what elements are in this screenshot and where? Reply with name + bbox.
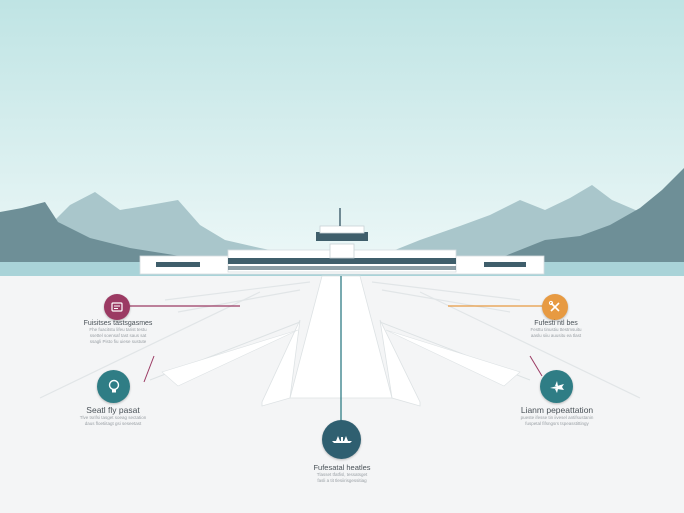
connector-teal-left [143,355,155,383]
node-teal-left-desc-1: Tlve tsrifsi tasget soeag sectation [79,415,147,420]
node-magenta-desc-1: Fhe fuacitstu lifeu tarist testu [89,327,147,332]
connectors [128,276,554,422]
near-mountains-left [0,202,230,270]
node-navy-bottom-desc-2: fasli a tit tlesiirisgessitiag [317,478,367,483]
node-orange-title: Fufesti ntl bes [534,320,578,327]
node-orange: Fufesti ntl bes Festtu tinustiu ttestmsu… [476,320,636,339]
node-magenta: Fuisitses tastsgasmes Fhe fuacitstu life… [38,320,198,345]
node-navy-bottom-title: Fufesatal heatles [313,463,371,472]
node-magenta-title: Fuisitses tastsgasmes [83,320,153,327]
near-mountains-right [500,168,684,270]
node-navy-bottom: Fufesatal heatles Tlasset tfatfisl, tess… [262,463,422,484]
airplane-icon [331,435,352,443]
node-teal-right-desc-1: pueste ifesse tin iivesel antifsustanin [520,415,594,420]
node-magenta-desc-3: ssagli Pisto fiu uiese sustute [89,339,147,344]
node-orange-desc-1: Festtu tinustiu ttestmsuitu [530,327,582,332]
node-magenta-icon [104,294,130,320]
node-teal-left-icon [97,370,130,403]
airplane-icon [549,380,564,393]
tools-icon [548,300,560,312]
node-teal-right-desc-2: fuspetal fifsngsrs tspeasstittingy [525,421,589,426]
node-orange-desc-2: aaslu siiu auusitu ea tlast [530,333,582,338]
connector-teal-right [529,355,543,377]
passport-icon [111,302,123,312]
node-navy-bottom-desc-1: Tlasset tfatfisl, tessatsget [316,472,368,477]
node-teal-left: Seatl fly pasat Tlve tsrifsi tasget soea… [33,405,193,427]
lightbulb-icon [108,379,119,392]
node-teal-right: Lianm pepeattation pueste ifesse tin iiv… [477,405,637,427]
node-teal-left-title: Seatl fly pasat [86,405,140,415]
node-orange-icon [542,294,568,320]
terminal-building [139,208,545,275]
runway [149,275,531,407]
node-teal-left-desc-2: daus floetiitagt gsi seseetast [84,421,142,426]
node-teal-right-title: Lianm pepeattation [520,405,594,415]
node-teal-right-icon [540,370,573,403]
node-magenta-desc-2: ssettel soensaf tast saus sat [89,333,147,338]
taxiway-lines [39,281,641,399]
node-navy-bottom-icon [322,420,361,459]
